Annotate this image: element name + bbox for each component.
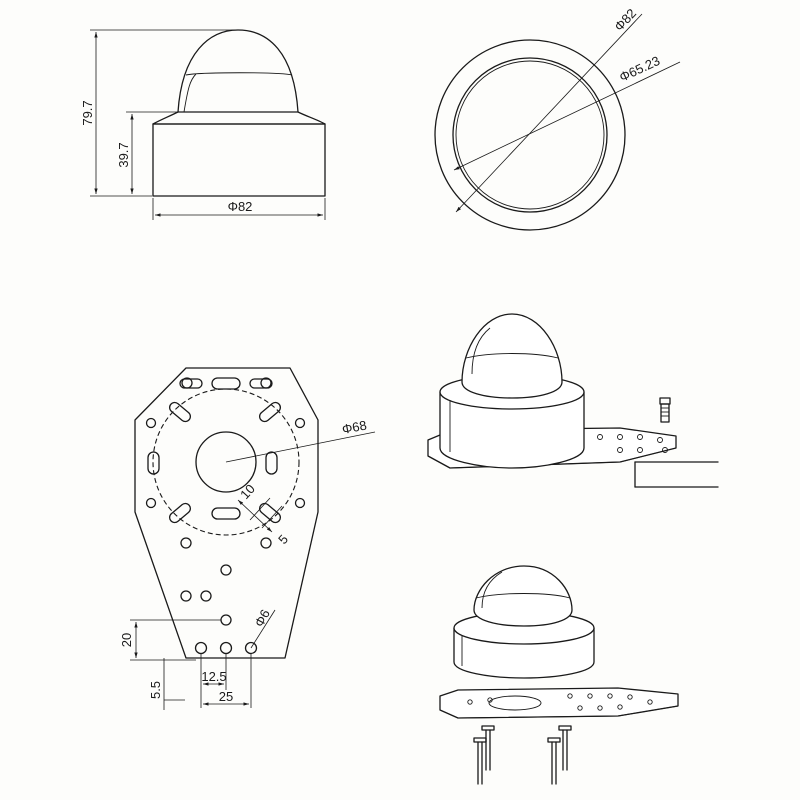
- height-total-label: 79.7: [80, 100, 95, 125]
- pitch-span-label: 25: [219, 689, 233, 704]
- hole-pitch-label: 12.5: [201, 669, 226, 684]
- assembled-view: [427, 313, 719, 488]
- outer-diameter-label: Φ82: [611, 6, 639, 34]
- base-diameter-label: Φ82: [228, 199, 253, 214]
- hole-diameter-label: Φ6: [251, 607, 273, 630]
- exploded-view: [439, 565, 679, 785]
- top-view: Φ82 Φ65.23: [434, 6, 681, 231]
- screws: [473, 725, 572, 785]
- hole-circle-diameter-label: Φ68: [341, 417, 368, 436]
- height-base-label: 39.7: [116, 142, 131, 167]
- mount-holes: [145, 377, 306, 655]
- slot-length-label: 10: [237, 481, 258, 502]
- side-screw: [659, 397, 671, 423]
- inner-diameter-label: Φ65.23: [617, 53, 662, 85]
- row-offset-label: 20: [119, 633, 134, 647]
- side-view: 79.7 39.7 Φ82: [80, 29, 326, 220]
- plate-view: Φ68 10 5 Φ6 20 5.5 12.5 25: [119, 367, 376, 710]
- slot-width-label: 5: [275, 532, 291, 547]
- bottom-margin-label: 5.5: [148, 681, 163, 699]
- slot-holes: [147, 377, 282, 524]
